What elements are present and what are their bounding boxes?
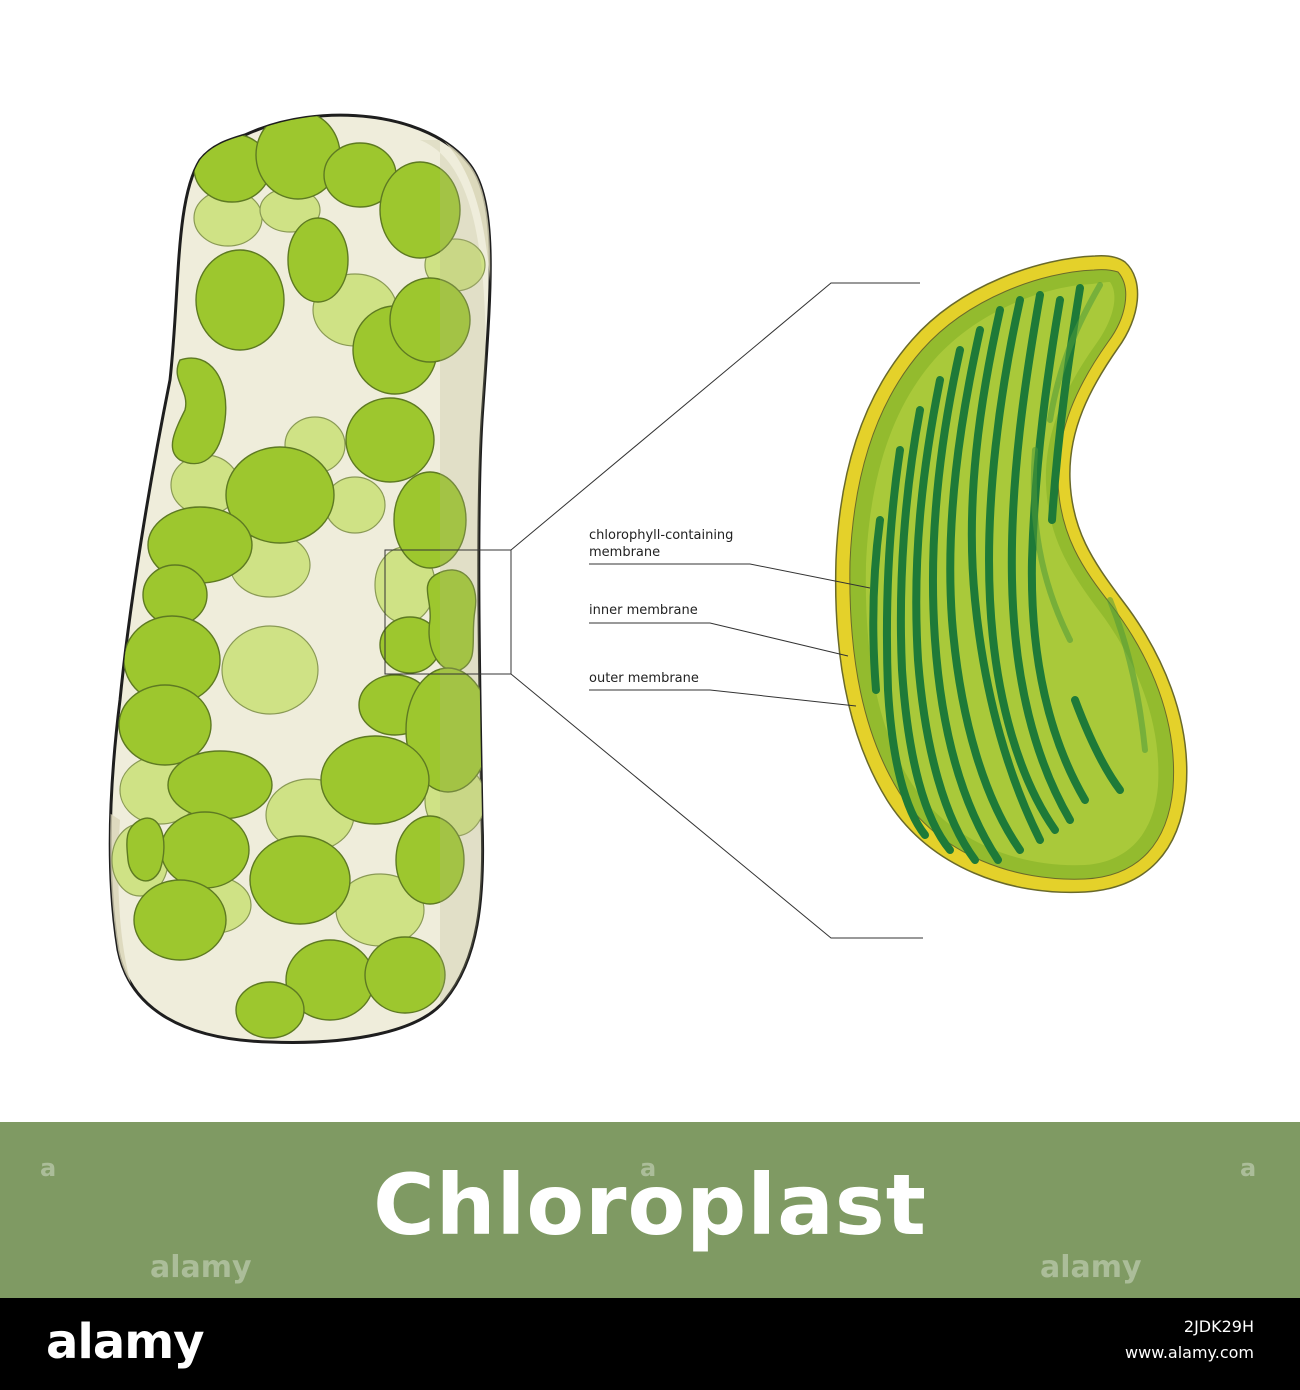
watermark-letter: a (1240, 1154, 1257, 1182)
leader-outer (589, 689, 857, 707)
alamy-logo: alamy (46, 1314, 205, 1370)
label-outer-membrane: outer membrane (589, 671, 699, 686)
chloroplast-illustration: chlorophyll-containing membrane inner me… (108, 113, 1188, 1044)
watermark-word: alamy (150, 1250, 252, 1285)
watermark-letter: a (40, 1154, 57, 1182)
image-id: 2JDK29H (1183, 1317, 1254, 1336)
title-band: a a a alamy alamy Chloroplast (0, 1122, 1300, 1298)
label-inner-membrane: inner membrane (589, 603, 698, 618)
thylakoid-membranes (869, 284, 1124, 864)
plant-cell (108, 113, 512, 1044)
leader-inner (589, 622, 849, 657)
chloroplast-detail (834, 255, 1188, 894)
page-title: Chloroplast (373, 1156, 927, 1254)
labels: chlorophyll-containing membrane inner me… (589, 528, 871, 707)
watermark-word: alamy (1040, 1250, 1142, 1285)
footer-url: www.alamy.com (1125, 1343, 1254, 1362)
watermark-letter: a (640, 1154, 657, 1182)
leader-chlorophyll (589, 563, 871, 589)
zoom-lines (510, 282, 923, 939)
stock-footer: alamy 2JDK29H www.alamy.com (0, 1298, 1300, 1390)
label-chlorophyll-line2: membrane (589, 545, 660, 560)
cell-interior (110, 115, 491, 1043)
zoom-region-box (384, 549, 512, 675)
label-chlorophyll-line1: chlorophyll-containing (589, 528, 733, 543)
